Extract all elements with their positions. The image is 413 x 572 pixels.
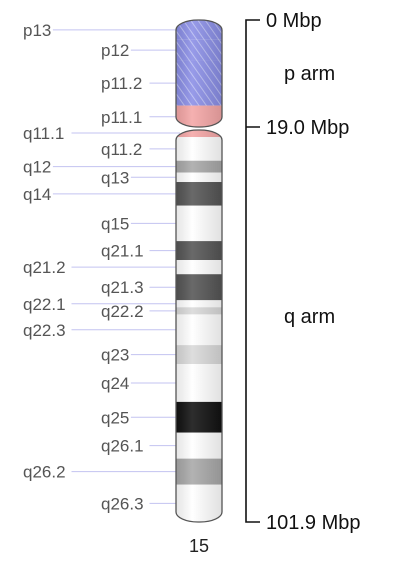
band-label: q12 bbox=[23, 158, 51, 177]
band-label: q22.1 bbox=[23, 295, 66, 314]
band-label: q25 bbox=[101, 408, 129, 427]
bracket-line bbox=[245, 19, 260, 523]
p-arm-label: p arm bbox=[284, 63, 335, 85]
band-label: q15 bbox=[101, 214, 129, 233]
band-label: q26.2 bbox=[23, 463, 66, 482]
band-label: p11.2 bbox=[101, 74, 142, 93]
band-label: q11.1 bbox=[23, 124, 64, 143]
band-label: q21.1 bbox=[101, 242, 144, 261]
band-label: q22.3 bbox=[23, 321, 66, 340]
position-label-end: 101.9 Mbp bbox=[266, 512, 361, 534]
band-label: p13 bbox=[23, 21, 51, 40]
chromosome-number: 15 bbox=[189, 536, 209, 556]
p-arm-outline bbox=[175, 19, 223, 128]
q-arm-outline bbox=[175, 129, 223, 523]
band-label: q22.2 bbox=[101, 302, 144, 321]
band-label: q14 bbox=[23, 185, 51, 204]
q-arm-label: q arm bbox=[284, 306, 335, 328]
q-arm-ideogram bbox=[176, 130, 222, 522]
band-label: q26.1 bbox=[101, 437, 144, 456]
band-label: q11.2 bbox=[101, 140, 142, 159]
band-label: p11.1 bbox=[101, 108, 142, 127]
p-arm-shading bbox=[176, 20, 222, 127]
position-label-centromere: 19.0 Mbp bbox=[266, 117, 349, 139]
p-arm-ideogram bbox=[176, 20, 222, 127]
position-label-start: 0 Mbp bbox=[266, 10, 322, 32]
leader-lines bbox=[52, 29, 180, 504]
band-label: q13 bbox=[101, 168, 129, 187]
band-label: p12 bbox=[101, 41, 129, 60]
q-arm-shading bbox=[176, 130, 222, 522]
band-label: q21.2 bbox=[23, 258, 66, 277]
band-label: q26.3 bbox=[101, 494, 144, 513]
band-label: q24 bbox=[101, 374, 129, 393]
band-label: q23 bbox=[101, 346, 129, 365]
band-label: q21.3 bbox=[101, 278, 144, 297]
position-bracket: 0 Mbp 19.0 Mbp 101.9 Mbp p arm q arm bbox=[245, 10, 361, 534]
band-labels: p13 p12 p11.2 p11.1 q11.1 q11.2 q12 q13 q14 q15 q2… bbox=[23, 21, 144, 513]
